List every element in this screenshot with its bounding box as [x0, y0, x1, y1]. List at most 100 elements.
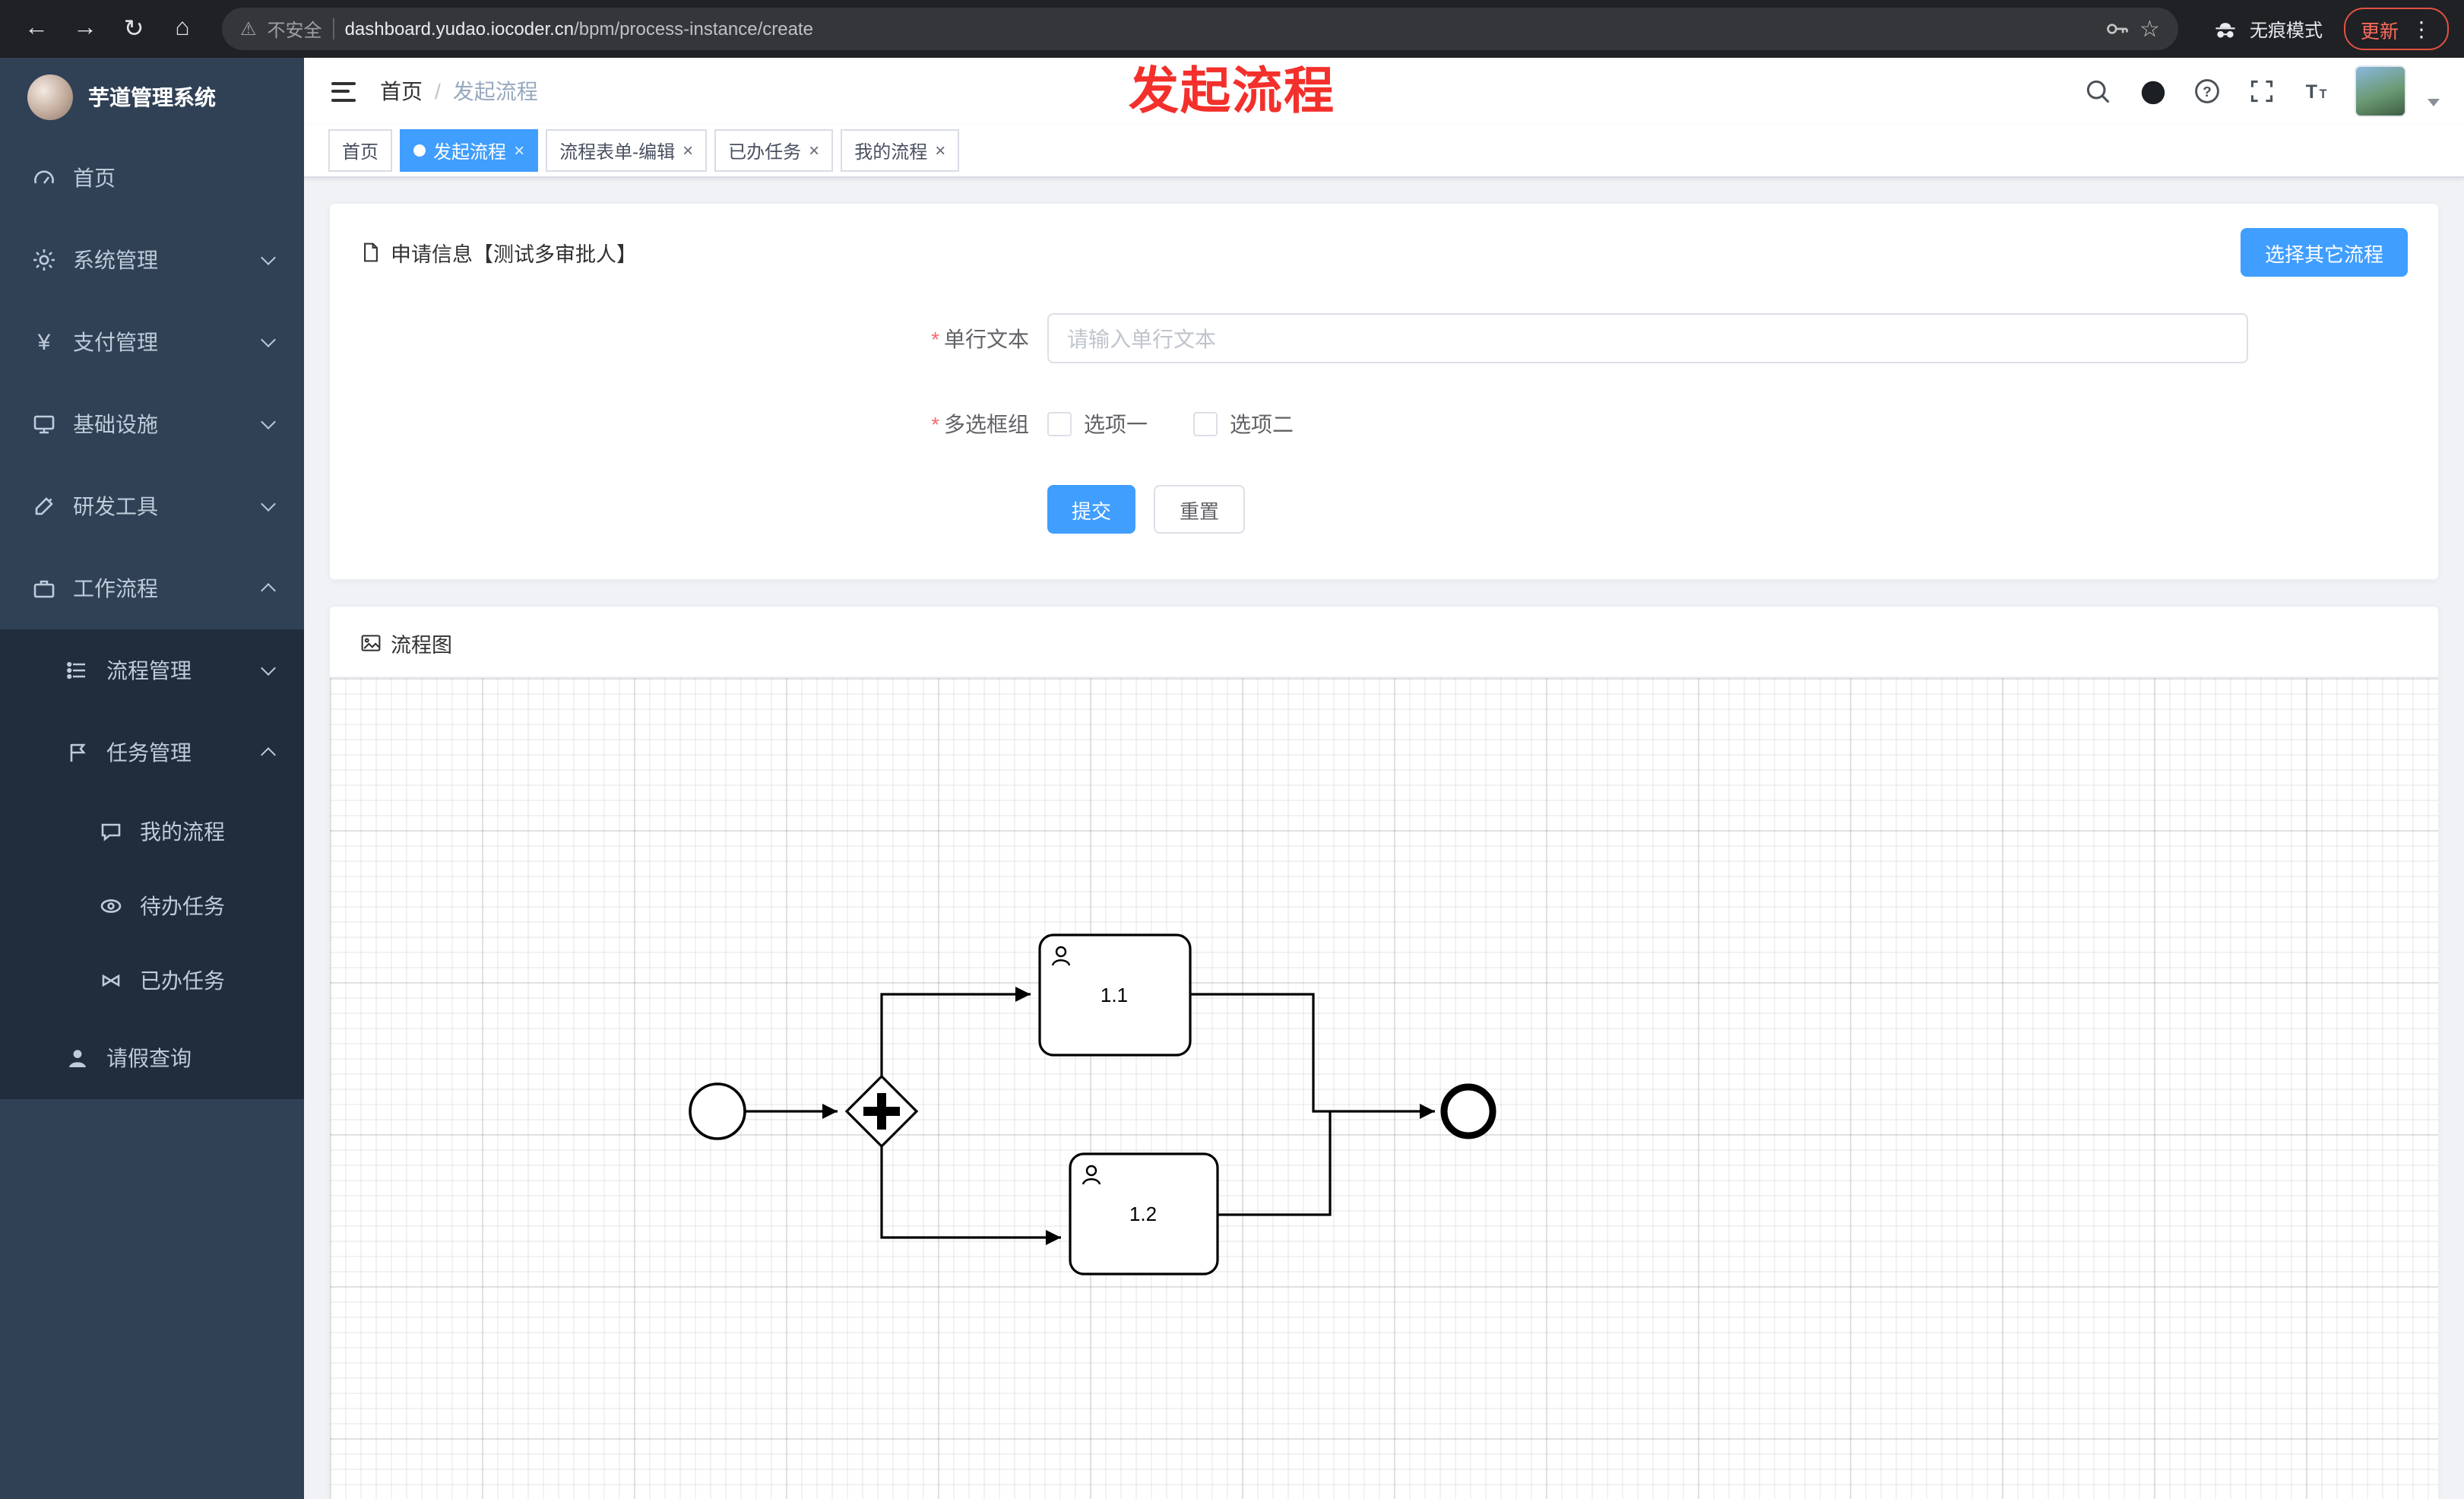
tab-done-tasks[interactable]: 已办任务 ×	[714, 129, 834, 172]
tab-close-icon[interactable]: ×	[935, 140, 946, 161]
sidebar-item-label: 系统管理	[73, 248, 158, 272]
svg-text:T: T	[2306, 81, 2318, 103]
yen-icon: ¥	[37, 329, 51, 355]
address-bar[interactable]: ⚠ 不安全 dashboard.yudao.iocoder.cn/bpm/pro…	[222, 8, 2178, 50]
chevron-down-icon	[261, 496, 276, 512]
field-label: *单行文本	[360, 323, 1047, 353]
browser-menu-kebab-icon[interactable]: ⋮	[2411, 16, 2432, 40]
fullscreen-icon[interactable]	[2245, 74, 2279, 108]
checkbox-label: 选项二	[1230, 412, 1294, 436]
sidebar-toggle-icon[interactable]	[328, 75, 359, 107]
address-divider	[332, 18, 334, 40]
checkbox-box[interactable]	[1193, 412, 1218, 436]
sidebar-item-payment[interactable]: ¥ 支付管理	[0, 301, 304, 383]
sidebar-item-devtools[interactable]: 研发工具	[0, 465, 304, 547]
tabs-bar: 首页 发起流程 × 流程表单-编辑 × 已办任务 × 我的流程 ×	[304, 125, 2464, 178]
start-event-node[interactable]	[689, 1082, 746, 1140]
sidebar-item-workflow[interactable]: 工作流程	[0, 547, 304, 629]
choose-other-process-button[interactable]: 选择其它流程	[2240, 228, 2408, 277]
field-label: *多选框组	[360, 409, 1047, 439]
checkbox-option-2[interactable]: 选项二	[1193, 409, 1294, 439]
tab-label: 我的流程	[854, 141, 928, 162]
tab-label: 首页	[342, 141, 379, 162]
browser-update-button[interactable]: 更新 ⋮	[2343, 8, 2449, 50]
flow-gateway-to-task1	[880, 987, 1031, 1076]
user-task-node-1[interactable]: 1.1	[1038, 933, 1192, 1057]
gear-icon	[30, 248, 58, 272]
tab-label: 发起流程	[433, 141, 507, 162]
bpmn-diagram: 1.1 1.2	[689, 933, 1496, 1276]
single-line-text-input[interactable]	[1047, 313, 2248, 363]
sidebar-item-process-management[interactable]: 流程管理	[0, 629, 304, 711]
active-dot	[413, 144, 426, 157]
sidebar-item-done-tasks[interactable]: 已办任务	[0, 943, 304, 1017]
bpmn-canvas[interactable]: 1.1 1.2	[330, 678, 2438, 1499]
chevron-down-icon	[261, 661, 276, 676]
browser-back-icon[interactable]: ←	[24, 15, 49, 41]
tab-close-icon[interactable]: ×	[809, 140, 820, 161]
bookmark-star-icon[interactable]: ☆	[2139, 17, 2160, 43]
user-icon	[64, 1046, 91, 1070]
password-key-icon[interactable]	[2105, 17, 2129, 41]
tab-close-icon[interactable]: ×	[514, 140, 525, 161]
chevron-up-icon	[261, 583, 276, 598]
help-icon[interactable]: ?	[2190, 74, 2224, 108]
sidebar-item-label: 已办任务	[140, 968, 225, 992]
task2-label: 1.2	[1129, 1203, 1157, 1225]
bowtie-icon	[97, 968, 125, 992]
sidebar-item-label: 流程管理	[106, 658, 192, 683]
header-actions: ? T T	[2081, 65, 2440, 117]
warning-icon: ⚠	[240, 18, 257, 40]
tab-home[interactable]: 首页	[328, 129, 393, 172]
app-logo[interactable]: 芋道管理系统	[0, 58, 304, 137]
avatar-caret-icon[interactable]	[2428, 98, 2440, 106]
form-row-text: *单行文本	[360, 313, 2408, 363]
url-path: /bpm/process-instance/create	[574, 18, 813, 40]
tool-icon	[30, 494, 58, 518]
user-task-icon	[1051, 946, 1071, 966]
diagram-card-title: 流程图	[391, 634, 452, 657]
tab-close-icon[interactable]: ×	[683, 140, 694, 161]
search-icon[interactable]	[2081, 74, 2114, 108]
document-icon	[364, 242, 378, 262]
chevron-down-icon	[261, 414, 276, 429]
sidebar-item-infrastructure[interactable]: 基础设施	[0, 383, 304, 465]
sidebar-item-label: 研发工具	[73, 494, 158, 518]
tab-form-edit[interactable]: 流程表单-编辑 ×	[546, 129, 708, 172]
browser-reload-icon[interactable]: ↻	[123, 17, 144, 43]
browser-home-icon[interactable]: ⌂	[175, 15, 190, 41]
tab-start-process[interactable]: 发起流程 ×	[400, 129, 539, 172]
logo-avatar	[27, 74, 73, 120]
briefcase-icon	[30, 576, 58, 601]
browser-forward-icon[interactable]: →	[73, 15, 97, 41]
end-event-node[interactable]	[1440, 1083, 1496, 1139]
checkbox-option-1[interactable]: 选项一	[1047, 409, 1148, 439]
breadcrumb-home[interactable]: 首页	[380, 79, 423, 103]
github-icon[interactable]	[2136, 74, 2169, 108]
apply-info-card: 申请信息【测试多审批人】 选择其它流程 *单行文本 *多选框组	[328, 202, 2440, 581]
sidebar-item-system[interactable]: 系统管理	[0, 219, 304, 301]
app-header: 首页 / 发起流程 ?	[304, 58, 2464, 125]
tab-label: 已办任务	[728, 141, 802, 162]
sidebar-item-my-process[interactable]: 我的流程	[0, 794, 304, 868]
breadcrumb-separator: /	[435, 79, 441, 103]
sidebar-item-home[interactable]: 首页	[0, 137, 304, 219]
sidebar-item-task-management[interactable]: 任务管理	[0, 711, 304, 794]
user-avatar[interactable]	[2355, 65, 2406, 117]
chevron-up-icon	[261, 747, 276, 762]
incognito-label: 无痕模式	[2249, 19, 2323, 40]
submit-button[interactable]: 提交	[1047, 485, 1136, 534]
checkbox-box[interactable]	[1047, 412, 1072, 436]
font-size-icon[interactable]: T T	[2300, 74, 2333, 108]
parallel-gateway-node[interactable]	[844, 1074, 919, 1149]
sidebar-item-label: 待办任务	[140, 893, 225, 917]
sidebar-item-leave-query[interactable]: 请假查询	[0, 1017, 304, 1099]
field-label-text: 多选框组	[944, 412, 1029, 436]
reset-button[interactable]: 重置	[1154, 485, 1246, 534]
diagram-card: 流程图	[328, 605, 2440, 1499]
tab-my-process[interactable]: 我的流程 ×	[841, 129, 960, 172]
user-task-node-2[interactable]: 1.2	[1069, 1152, 1219, 1276]
chevron-down-icon	[261, 250, 276, 265]
sidebar-item-todo-tasks[interactable]: 待办任务	[0, 868, 304, 943]
flow-task1-to-end	[1190, 993, 1435, 1119]
